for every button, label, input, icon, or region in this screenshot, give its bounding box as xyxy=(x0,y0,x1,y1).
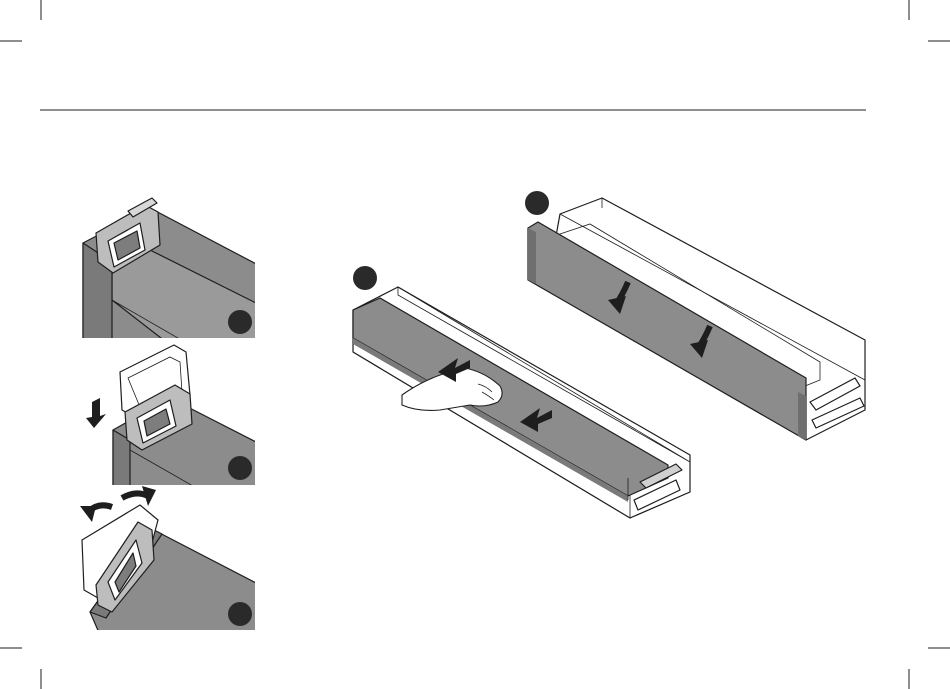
detail-panel-1 xyxy=(83,198,260,345)
step-marker-b xyxy=(525,191,549,215)
detail-panel-3 xyxy=(80,486,260,635)
step-marker-3 xyxy=(228,602,252,626)
rotate-left-arrow-icon xyxy=(80,505,112,522)
rotate-right-arrow-icon xyxy=(122,486,156,506)
detail-panel-2 xyxy=(86,345,260,490)
step-marker-2 xyxy=(228,456,252,480)
down-arrow-icon xyxy=(86,398,106,428)
step-marker-a xyxy=(353,266,377,290)
step-marker-1 xyxy=(228,310,252,334)
